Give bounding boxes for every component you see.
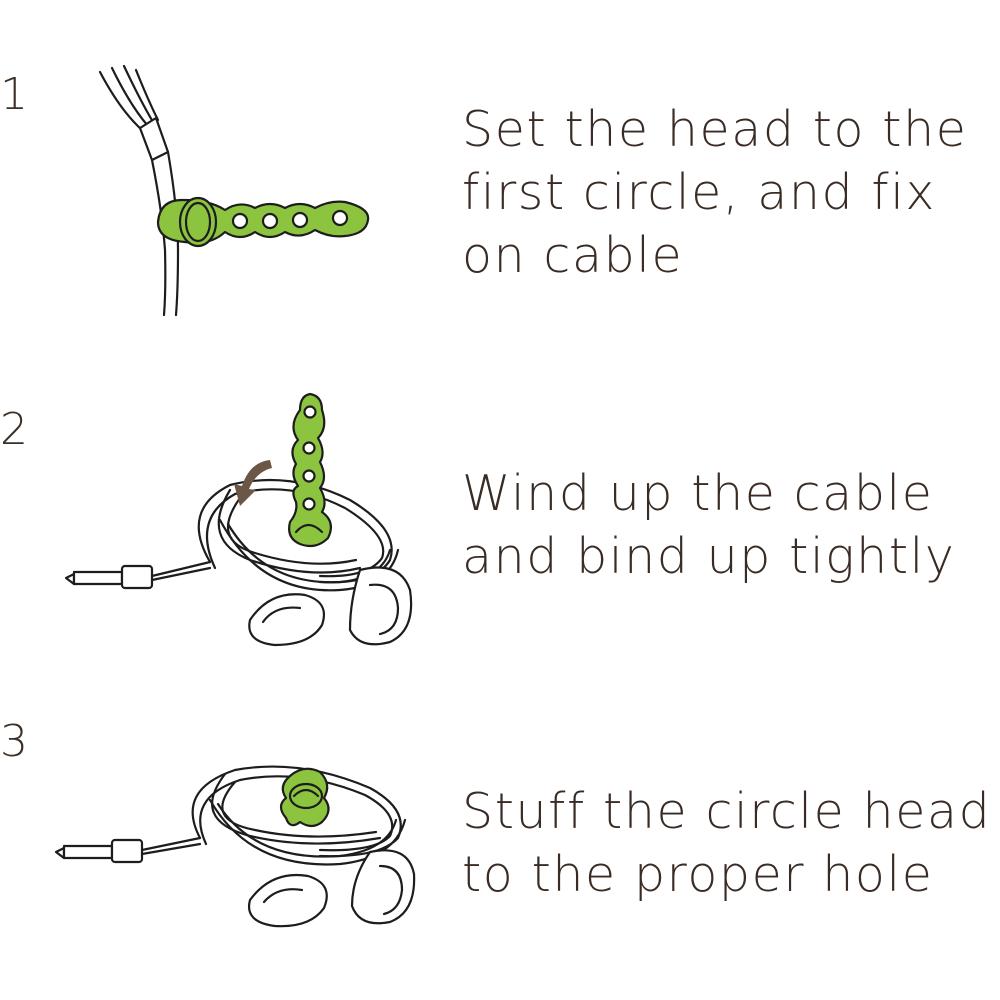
step-2: 2 Wind up the cable and bind up tightly xyxy=(0,340,1000,670)
instruction-line: on cable xyxy=(462,227,684,284)
cable-tied-up-illustration xyxy=(54,765,416,928)
step-1: 1 Set the head to the first circle, and … xyxy=(0,0,1000,330)
instruction-line: Wind up the cable xyxy=(462,465,934,522)
instruction-line: and bind up tightly xyxy=(462,528,956,585)
step-3: 3 Stuff the circle head to the proper ho… xyxy=(0,680,1000,1000)
cable-tie-on-cable-illustration xyxy=(98,64,370,317)
step-number: 2 xyxy=(0,404,28,455)
instruction-line: to the proper hole xyxy=(462,846,934,903)
step-2-instruction: Wind up the cable and bind up tightly xyxy=(462,462,997,588)
instruction-line: first circle, and fix xyxy=(462,164,937,221)
step-number: 3 xyxy=(0,716,28,767)
step-3-instruction: Stuff the circle head to the proper hole xyxy=(462,780,997,906)
instruction-line: Set the head to the xyxy=(462,101,968,158)
instruction-line: Stuff the circle head xyxy=(462,783,992,840)
wind-up-cable-illustration xyxy=(64,392,413,647)
step-number: 1 xyxy=(0,69,28,120)
step-1-instruction: Set the head to the first circle, and fi… xyxy=(462,98,997,287)
